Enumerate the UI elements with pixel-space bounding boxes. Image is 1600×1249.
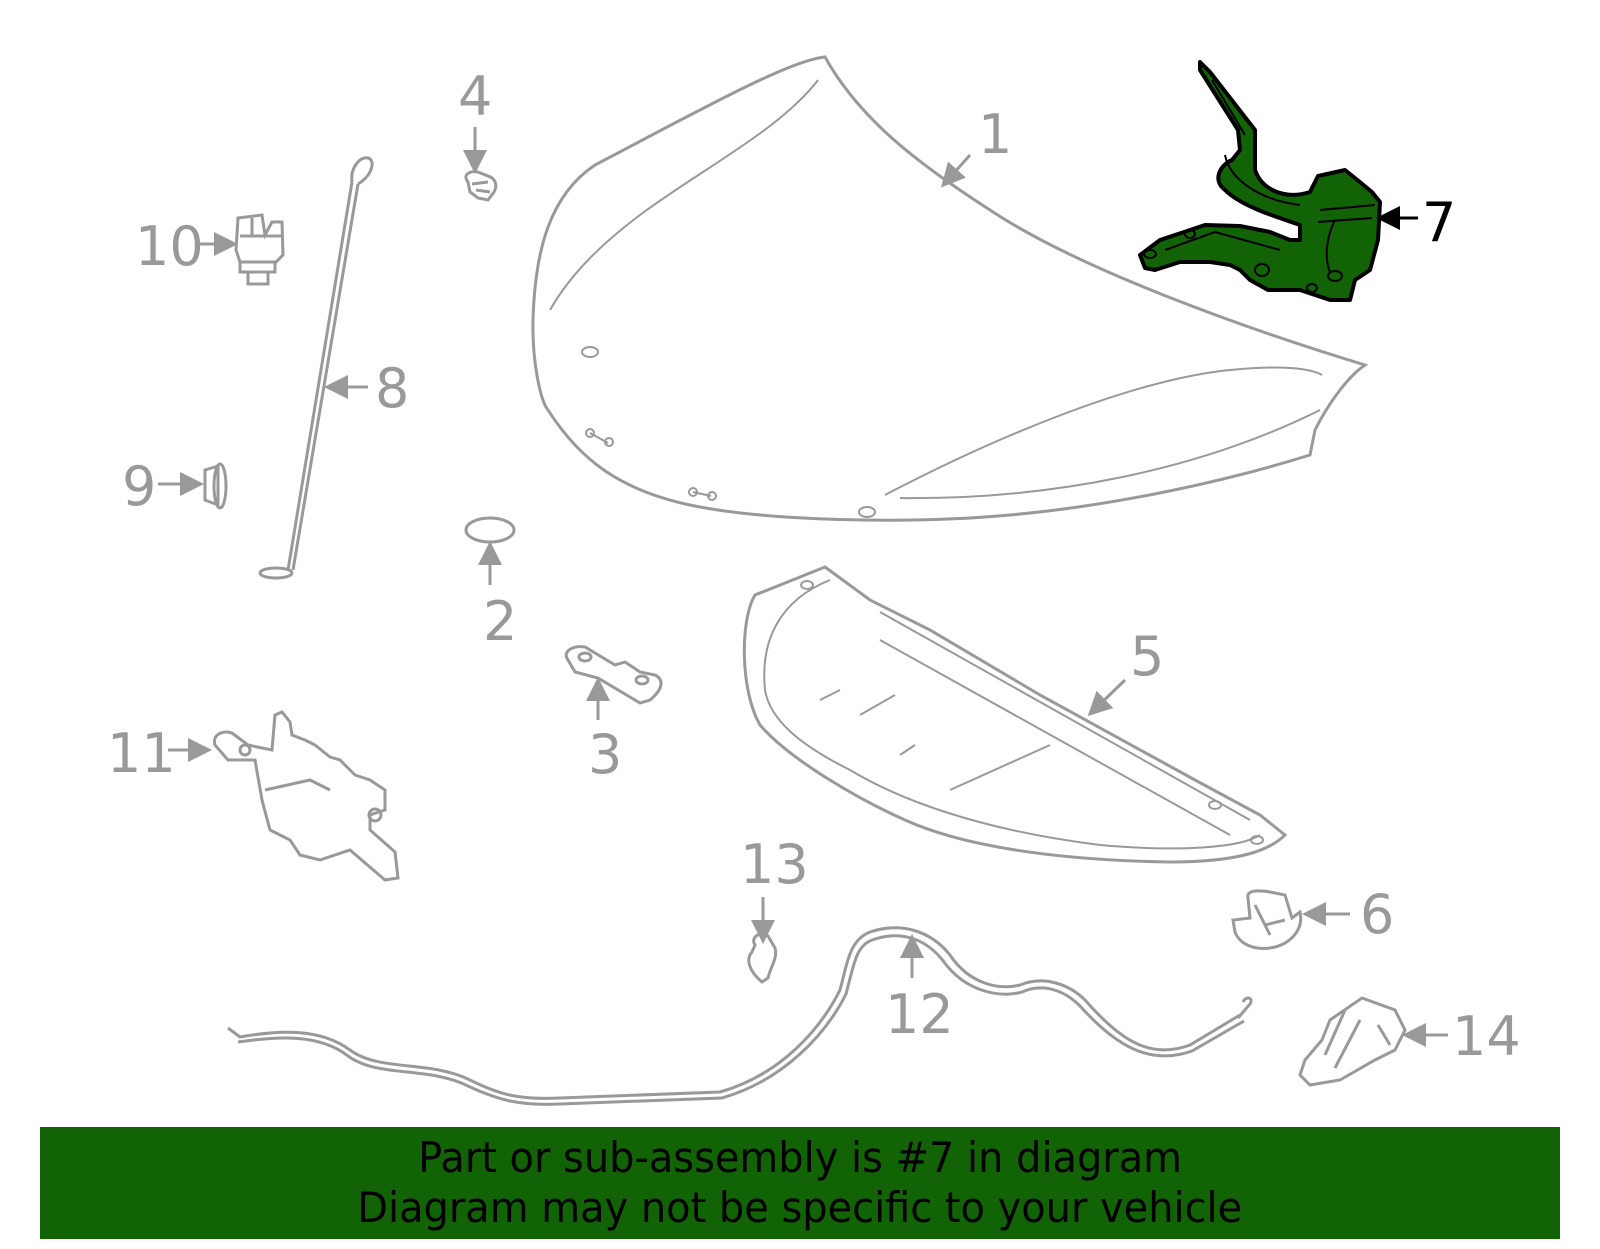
callout-1-arrow bbox=[941, 154, 972, 188]
callout-number-7: 7 bbox=[1422, 191, 1457, 254]
part-14-release-handle[interactable] bbox=[1298, 996, 1407, 1087]
callout-5-arrow bbox=[1087, 678, 1127, 717]
part-12-release-cable[interactable] bbox=[227, 926, 1253, 1106]
part-5-hood-insulator[interactable] bbox=[742, 565, 1288, 864]
info-banner: Part or sub-assembly is #7 in diagram Di… bbox=[40, 1127, 1560, 1239]
callout-number-4: 4 bbox=[458, 65, 493, 128]
part-4-clip[interactable] bbox=[464, 170, 498, 202]
callout-number-9: 9 bbox=[122, 455, 157, 518]
part-13-clip[interactable] bbox=[747, 932, 778, 984]
part-2-o-ring[interactable] bbox=[464, 516, 516, 544]
callout-number-11: 11 bbox=[107, 722, 176, 785]
banner-line-part: Part or sub-assembly is #7 in diagram bbox=[418, 1133, 1182, 1182]
callout-number-5: 5 bbox=[1130, 625, 1165, 688]
part-11-hood-latch[interactable] bbox=[212, 710, 400, 882]
callout-number-8: 8 bbox=[375, 357, 410, 420]
part-1-hood-panel[interactable] bbox=[531, 55, 1369, 522]
callout-number-13: 13 bbox=[740, 833, 809, 896]
callout-number-12: 12 bbox=[885, 983, 954, 1046]
part-6-retainer[interactable] bbox=[1231, 889, 1303, 950]
callout-number-6: 6 bbox=[1360, 883, 1395, 946]
callout-number-3: 3 bbox=[588, 723, 623, 786]
callout-number-2: 2 bbox=[483, 590, 518, 653]
part-7-hood-hinge[interactable] bbox=[1138, 60, 1382, 302]
callout-number-10: 10 bbox=[135, 215, 204, 278]
callout-number-14: 14 bbox=[1452, 1005, 1521, 1068]
part-10-rod-holder[interactable] bbox=[234, 213, 285, 286]
part-3-bracket[interactable] bbox=[564, 645, 663, 705]
callout-number-1: 1 bbox=[978, 103, 1013, 166]
part-9-grommet[interactable] bbox=[203, 462, 228, 510]
banner-line-disclaimer: Diagram may not be specific to your vehi… bbox=[357, 1183, 1243, 1232]
